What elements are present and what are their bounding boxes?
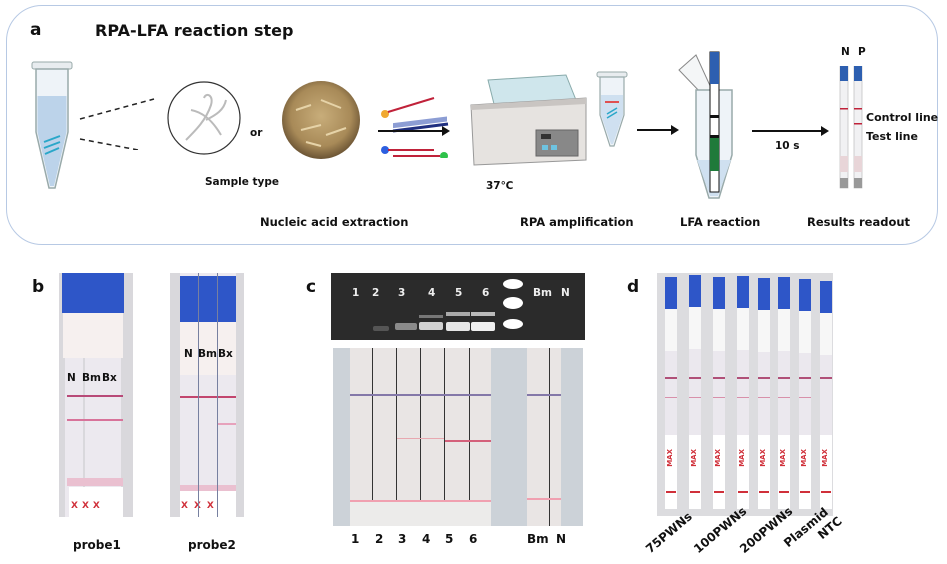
step-readout: Results readout xyxy=(807,215,911,229)
lfa-strip: MAX xyxy=(737,276,749,509)
arrow-lfa-to-readout xyxy=(752,126,829,136)
gel-lane-5: 5 xyxy=(455,287,463,299)
gel-lane-n: N xyxy=(561,287,570,299)
probe1-caption: probe1 xyxy=(73,538,121,552)
panel-b-letter: b xyxy=(32,277,45,297)
panel-d-photo: MAX MAX MAX MAX MAX xyxy=(657,273,833,516)
result-strips-icon xyxy=(839,66,863,189)
result-strip-n xyxy=(839,66,849,189)
water-bath-icon xyxy=(470,74,587,166)
temperature-label: 37℃ xyxy=(486,180,514,192)
arrow-rpa-to-lfa xyxy=(637,125,679,135)
c-strip-label-6: 6 xyxy=(469,532,478,546)
panel-c-strips-photo xyxy=(333,348,583,526)
test-line-label: Test line xyxy=(866,130,918,143)
time-label: 10 s xyxy=(775,140,800,152)
gel-image xyxy=(331,273,585,340)
wood-sample-icon xyxy=(282,81,360,159)
c-strip-label-n: N xyxy=(556,532,567,546)
probe2-photo: XXX xyxy=(170,273,244,517)
probe1-label-n: N xyxy=(67,372,76,384)
lfa-strip: MAX xyxy=(820,281,832,509)
zoom-lines xyxy=(79,98,155,150)
probe2-label-bx: Bx xyxy=(218,348,233,360)
panel-a-frame xyxy=(6,5,938,245)
lfa-strip: MAX xyxy=(778,277,790,509)
gel-lane-2: 2 xyxy=(372,287,380,299)
panel-d-letter: d xyxy=(627,277,640,297)
probe1-label-bx: Bx xyxy=(102,372,117,384)
panel-a-title: RPA-LFA reaction step xyxy=(95,21,294,40)
gel-lane-1: 1 xyxy=(352,287,360,299)
probe1-photo: XXX xyxy=(59,273,133,517)
lfa-strip: MAX xyxy=(799,279,811,509)
d-label-75pwns: 75PWNs xyxy=(643,509,695,556)
sample-type-label: Sample type xyxy=(205,176,279,188)
primer-probe-icon xyxy=(381,97,449,158)
lfa-strip: MAX xyxy=(758,278,770,509)
step-lfa: LFA reaction xyxy=(680,215,761,229)
c-strip-label-3: 3 xyxy=(398,532,407,546)
c-strip-label-bm: Bm xyxy=(527,532,549,546)
gel-lane-6: 6 xyxy=(482,287,490,299)
or-label: or xyxy=(250,127,263,139)
step-extraction: Nucleic acid extraction xyxy=(260,215,409,229)
probe2-label-n: N xyxy=(184,348,193,360)
gel-lane-3: 3 xyxy=(398,287,406,299)
lfa-strip: MAX xyxy=(689,275,701,509)
panel-c-letter: c xyxy=(306,277,317,297)
c-strip-label-1: 1 xyxy=(351,532,360,546)
lfa-tube-icon xyxy=(678,51,733,199)
rpa-tube-icon xyxy=(596,71,628,147)
nematode-sample-icon xyxy=(167,81,241,155)
strip-label-p: P xyxy=(858,46,866,58)
gel-lane-4: 4 xyxy=(428,287,436,299)
probe2-caption: probe2 xyxy=(188,538,236,552)
c-strip-label-4: 4 xyxy=(422,532,431,546)
control-line-label: Control line xyxy=(866,111,939,124)
result-strip-p xyxy=(853,66,863,189)
lfa-strip: MAX xyxy=(665,277,677,509)
c-strip-label-2: 2 xyxy=(375,532,384,546)
arrow-extraction-to-rpa xyxy=(378,126,450,136)
tube-icon xyxy=(31,61,73,189)
c-strip-label-5: 5 xyxy=(445,532,454,546)
probe1-label-bm: Bm xyxy=(82,372,101,384)
gel-lane-bm: Bm xyxy=(533,287,552,299)
step-rpa: RPA amplification xyxy=(520,215,634,229)
strip-label-n: N xyxy=(841,46,850,58)
probe2-label-bm: Bm xyxy=(198,348,217,360)
lfa-strip: MAX xyxy=(713,277,725,509)
panel-a-letter: a xyxy=(30,20,42,40)
